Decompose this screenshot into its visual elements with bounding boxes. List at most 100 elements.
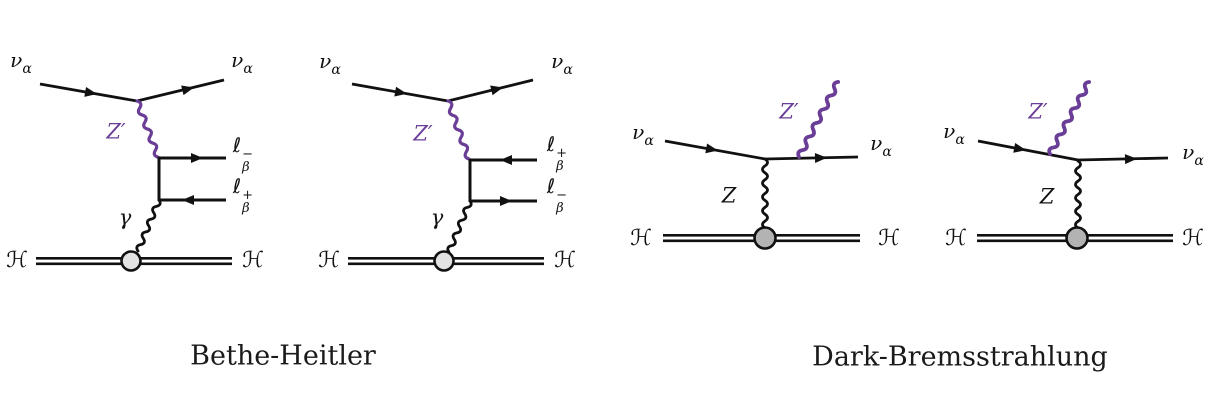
bh2-neutrino-out-arrow bbox=[490, 85, 503, 96]
bh1-nu-out-label: να bbox=[231, 50, 253, 76]
gamma-symbol: γ bbox=[118, 205, 132, 230]
nu-symbol: ν bbox=[632, 120, 645, 145]
bh1-hadron-vertex-blob bbox=[120, 250, 142, 272]
ell-symbol: ℓ bbox=[546, 173, 556, 198]
bh1-lepton-plus-arrow bbox=[182, 195, 194, 205]
bh1-lepton-minus-label: ℓ−β bbox=[233, 135, 253, 175]
bh2-hadron-left-label: ℋ bbox=[318, 250, 340, 272]
bh1-nu-in-label: να bbox=[10, 50, 32, 76]
beta-subscript: β bbox=[242, 201, 250, 217]
bh1-hadron-right-label: ℋ bbox=[242, 250, 264, 272]
z-symbol: Z bbox=[1039, 184, 1055, 209]
zprime-symbol: Z′ bbox=[779, 99, 799, 124]
z-symbol: Z bbox=[721, 183, 737, 208]
hadron-symbol: ℋ bbox=[630, 226, 652, 251]
bh2-hadron-vertex-blob bbox=[433, 250, 455, 272]
hadron-symbol: ℋ bbox=[6, 248, 28, 273]
nu-symbol: ν bbox=[231, 48, 244, 73]
zprime-symbol: Z′ bbox=[106, 119, 126, 144]
alpha-subscript: α bbox=[882, 143, 892, 160]
nu-symbol: ν bbox=[319, 49, 332, 74]
bh1-zprime-label: Z′ bbox=[106, 119, 126, 144]
db2-hadron-left-label: ℋ bbox=[945, 228, 967, 250]
gamma-symbol: γ bbox=[430, 205, 444, 230]
lepton-scripts: −β bbox=[242, 148, 253, 175]
bh1-gamma-label: γ bbox=[118, 205, 132, 230]
db1-z-label: Z bbox=[721, 183, 737, 208]
db1-hadron-left-label: ℋ bbox=[630, 228, 652, 250]
bh2-photon-propagator bbox=[446, 199, 473, 254]
db1-diagram bbox=[663, 79, 860, 250]
lepton-scripts: +β bbox=[242, 189, 253, 216]
plus-superscript: + bbox=[242, 187, 254, 203]
db2-diagram bbox=[977, 80, 1173, 250]
lepton-scripts: −β bbox=[556, 189, 567, 216]
bh2-lepton-plus-arrow bbox=[500, 155, 512, 165]
alpha-subscript: α bbox=[563, 61, 573, 78]
minus-superscript: − bbox=[556, 187, 568, 203]
db1-nu-out-label: να bbox=[870, 133, 892, 159]
alpha-subscript: α bbox=[243, 60, 253, 77]
bh2-lepton-plus-label: ℓ+β bbox=[547, 134, 567, 174]
db2-neutrino-in-line bbox=[977, 139, 1079, 162]
alpha-subscript: α bbox=[1194, 152, 1204, 169]
ell-symbol: ℓ bbox=[232, 132, 242, 157]
minus-superscript: − bbox=[242, 146, 254, 162]
beta-subscript: β bbox=[242, 160, 250, 176]
bh2-lepton-minus-label: ℓ−β bbox=[547, 176, 567, 216]
hadron-symbol: ℋ bbox=[318, 248, 340, 273]
bh2-hadron-right-label: ℋ bbox=[554, 250, 576, 272]
beta-subscript: β bbox=[556, 201, 564, 217]
beta-subscript: β bbox=[556, 159, 564, 175]
ell-symbol: ℓ bbox=[232, 173, 242, 198]
zprime-symbol: Z′ bbox=[1028, 99, 1048, 124]
bethe-heitler-caption: Bethe-Heitler bbox=[190, 340, 376, 372]
db1-hadron-vertex-blob bbox=[753, 226, 777, 250]
bh1-hadron-left-label: ℋ bbox=[6, 250, 28, 272]
db1-neutrino-out-arrow bbox=[814, 152, 827, 163]
hadron-symbol: ℋ bbox=[554, 248, 576, 273]
nu-symbol: ν bbox=[551, 49, 564, 74]
plus-superscript: + bbox=[556, 145, 568, 161]
zprime-symbol: Z′ bbox=[413, 121, 433, 146]
alpha-subscript: α bbox=[22, 60, 32, 77]
db1-neutrino-in-arrow bbox=[705, 143, 718, 154]
bh2-zprime-propagator bbox=[446, 99, 471, 161]
nu-symbol: ν bbox=[870, 131, 883, 156]
bh2-neutrino-out-line bbox=[447, 78, 534, 103]
bh1-diagram bbox=[36, 78, 232, 272]
alpha-subscript: α bbox=[955, 131, 965, 148]
alpha-subscript: α bbox=[331, 61, 341, 78]
hadron-symbol: ℋ bbox=[242, 248, 264, 273]
db1-nu-in-label: να bbox=[632, 122, 654, 148]
db1-hadron-right-label: ℋ bbox=[878, 228, 900, 250]
db2-neutrino-out-arrow bbox=[1124, 154, 1137, 165]
bh1-neutrino-in-arrow bbox=[84, 86, 97, 97]
bh1-lepton-plus-label: ℓ+β bbox=[233, 176, 253, 216]
db1-zprime-label: Z′ bbox=[779, 99, 799, 124]
bh2-diagram bbox=[348, 78, 544, 272]
db1-zprime-radiated bbox=[796, 79, 841, 159]
lepton-scripts: +β bbox=[556, 147, 567, 174]
db2-z-propagator bbox=[1074, 159, 1082, 230]
bh2-nu-out-label: να bbox=[551, 51, 573, 77]
db2-z-label: Z bbox=[1039, 184, 1055, 209]
bh1-neutrino-out-line bbox=[136, 78, 225, 103]
hadron-symbol: ℋ bbox=[1182, 226, 1204, 251]
db2-hadron-right-label: ℋ bbox=[1182, 228, 1204, 250]
bh2-gamma-label: γ bbox=[430, 205, 444, 230]
nu-symbol: ν bbox=[943, 119, 956, 144]
ell-symbol: ℓ bbox=[546, 131, 556, 156]
alpha-subscript: α bbox=[644, 132, 654, 149]
db2-nu-in-label: να bbox=[943, 121, 965, 147]
hadron-symbol: ℋ bbox=[945, 226, 967, 251]
bh1-zprime-propagator bbox=[135, 99, 160, 159]
bh2-neutrino-in-arrow bbox=[394, 86, 407, 97]
bh1-photon-propagator bbox=[135, 198, 162, 253]
bh1-lepton-minus-arrow bbox=[191, 153, 203, 163]
bh2-lepton-minus-arrow bbox=[500, 196, 512, 206]
db2-hadron-vertex-blob bbox=[1065, 226, 1089, 250]
db2-zprime-radiated bbox=[1047, 80, 1092, 156]
